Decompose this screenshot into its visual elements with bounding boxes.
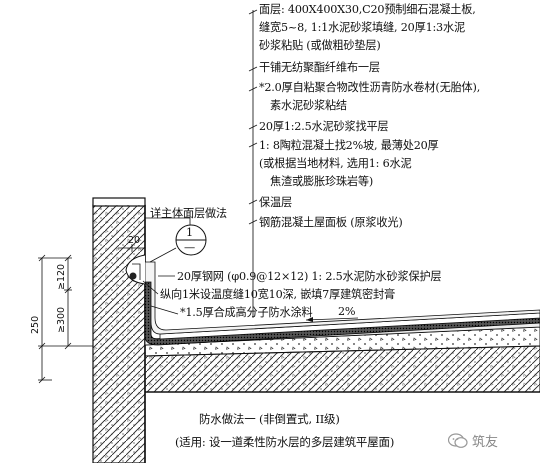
layer-leader-lines bbox=[248, 9, 258, 318]
parapet-protective-plaster bbox=[144, 261, 540, 335]
joint-sealant bbox=[125, 254, 146, 285]
detail-ref-number: 1 bbox=[186, 226, 193, 239]
layer-slab: 钢筋混凝土屋面板 (原浆收光) bbox=[259, 216, 403, 229]
layer-face-line2: 缝宽5~8, 1:1水泥砂浆填缝, 20厚1:3水泥 bbox=[259, 21, 465, 34]
note-temperature-joint: 纵向1米设温度缝10宽10深, 嵌填7厚建筑密封膏 bbox=[160, 288, 396, 301]
dim-250: 250 bbox=[30, 315, 41, 334]
dim-min-300: ≥300 bbox=[56, 306, 67, 333]
layer-insulation: 保温层 bbox=[259, 196, 292, 209]
watermark-text: 筑友 bbox=[472, 435, 499, 450]
tick-slope bbox=[248, 142, 258, 148]
detail-ref-sheet: — bbox=[184, 241, 195, 254]
tick-insulation bbox=[248, 199, 258, 205]
dim-min-120: ≥120 bbox=[56, 263, 67, 290]
waterproof-membrane bbox=[144, 281, 540, 346]
layer-membrane-line1: *2.0厚自粘聚合物改性沥青防水卷材(无胎体), bbox=[259, 81, 481, 94]
tick-face bbox=[248, 9, 258, 15]
layer-membrane-line2: 素水泥砂浆粘结 bbox=[270, 99, 347, 112]
watermark: 筑友 bbox=[448, 431, 498, 450]
tick-level bbox=[248, 124, 258, 130]
layer-leveling: 20厚1:2.5水泥砂浆找平层 bbox=[259, 120, 389, 133]
slope-arrow bbox=[305, 317, 359, 322]
slope-label: 2% bbox=[338, 305, 356, 318]
caption-title: 防水做法一 (非倒置式, II级) bbox=[199, 412, 340, 426]
refer-main-finish-note: 详主体面层做法 bbox=[150, 207, 227, 220]
tick-membrane bbox=[248, 86, 258, 92]
layer-slope-line2: (或根据当地材料, 选用1: 6水泥 bbox=[259, 157, 412, 170]
layer-slope-line1: 1: 8陶粒混凝土找2%坡, 最薄处20厚 bbox=[259, 139, 439, 152]
layer-slope-line3: 焦渣或膨胀珍珠岩等) bbox=[270, 175, 374, 188]
coating-leader bbox=[150, 305, 179, 315]
note-waterproof-coating: *1.5厚合成高分子防水涂料 bbox=[180, 306, 313, 319]
tick-fabric bbox=[248, 66, 258, 72]
joint-leader bbox=[142, 280, 159, 295]
caption-applicability: (适用: 设一道柔性防水层的多层建筑平屋面) bbox=[175, 435, 395, 449]
chat-bubble-icon bbox=[448, 432, 468, 448]
layer-face-line3: 砂浆粘贴 (或做粗砂垫层) bbox=[259, 39, 381, 52]
roof-slab bbox=[144, 345, 540, 463]
dim-20: 20 bbox=[128, 235, 141, 246]
detail-reference-bubble bbox=[145, 217, 207, 263]
dimension-lines bbox=[38, 244, 146, 384]
parapet-leaders bbox=[142, 275, 179, 315]
note-steel-mesh: 20厚钢网 (φ0.9@12×12) 1: 2.5水泥防水砂浆保护层 bbox=[177, 270, 442, 283]
layer-fabric: 干铺无纺聚酯纤维布一层 bbox=[259, 61, 380, 74]
tick-slab bbox=[248, 219, 258, 225]
layer-face-line1: 面层: 400X400X30,C20预制细石混凝土板, bbox=[259, 3, 476, 16]
